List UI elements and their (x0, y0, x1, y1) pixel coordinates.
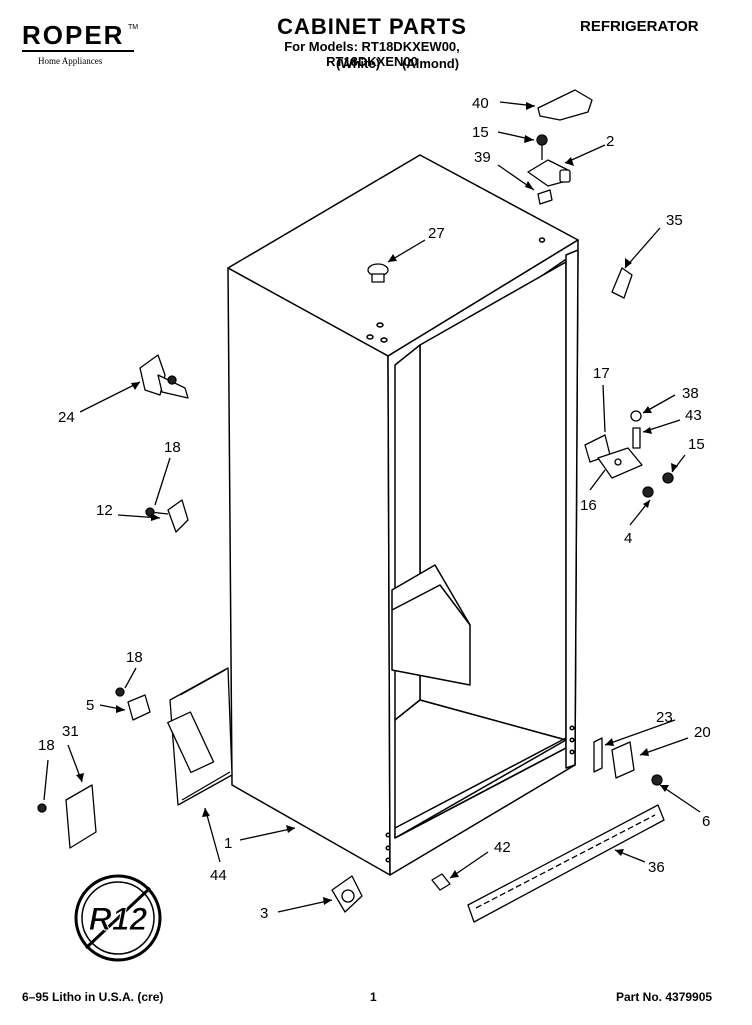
callout-31: 31 (62, 723, 79, 740)
logo-rule (22, 50, 134, 52)
callout-43: 43 (685, 407, 702, 424)
callout-24: 24 (58, 409, 75, 426)
callout-23: 23 (656, 709, 673, 726)
callout-1: 1 (224, 835, 232, 852)
callout-44: 44 (210, 867, 227, 884)
callout-16: 16 (580, 497, 597, 514)
center-hinge-bracket-part (167, 499, 189, 533)
callout-17: 17 (593, 365, 610, 382)
callout-27: 27 (428, 225, 445, 242)
grille-clip-part (431, 873, 451, 891)
callout-6: 6 (702, 813, 710, 830)
callout-4: 4 (624, 530, 632, 547)
callout-2: 2 (606, 133, 614, 150)
callout-20: 20 (694, 724, 711, 741)
footer-part-number: Part No. 4379905 (616, 990, 713, 1004)
toe-grille-part (467, 804, 665, 923)
callout-3: 3 (260, 905, 268, 922)
callout-40: 40 (472, 95, 489, 112)
callout-18-mid: 18 (126, 649, 143, 666)
leveler-bracket-part (593, 737, 603, 773)
r12-badge-label: R12 (89, 901, 148, 937)
footer-litho: 6–95 Litho in U.S.A. (cre) (22, 990, 164, 1004)
brand-logo: ROPER (22, 20, 125, 50)
callout-5: 5 (86, 697, 94, 714)
callout-36: 36 (648, 859, 665, 876)
hinge-cover-part (537, 89, 593, 121)
callout-35: 35 (666, 212, 683, 229)
callout-18-upper: 18 (164, 439, 181, 456)
brand-subtitle: Home Appliances (38, 56, 103, 66)
r12-badge (74, 874, 162, 962)
top-hinge-screw-part (536, 134, 548, 146)
hinge-bushing-part (630, 410, 642, 422)
callout-42: 42 (494, 839, 511, 856)
brand-trademark: TM (128, 24, 139, 31)
variant-white: (White) (336, 56, 381, 71)
callout-15-top: 15 (472, 124, 489, 141)
leveler-plate-part (611, 741, 635, 779)
hinge-shim-part (537, 189, 553, 205)
variant-almond: (Almond) (402, 56, 460, 71)
page-title: CABINET PARTS (277, 14, 467, 39)
access-cover-part (65, 784, 97, 849)
footer-page-number: 1 (370, 990, 377, 1004)
callout-18-lower: 18 (38, 737, 55, 754)
front-right-edge-strip (565, 249, 579, 769)
evaporator-cover (391, 564, 471, 686)
bottom-clip-part (127, 694, 151, 721)
model-numbers: For Models: RT18DKXEW00, RT18DKXEN00 (284, 39, 460, 69)
callout-39: 39 (474, 149, 491, 166)
hinge-pin-part (632, 427, 641, 449)
callout-38: 38 (682, 385, 699, 402)
callout-15-right: 15 (688, 436, 705, 453)
appliance-category: REFRIGERATOR (580, 18, 699, 35)
cabinet-side-panel (227, 267, 391, 876)
hinge-pin-cover-part (611, 267, 633, 299)
callout-12: 12 (96, 502, 113, 519)
